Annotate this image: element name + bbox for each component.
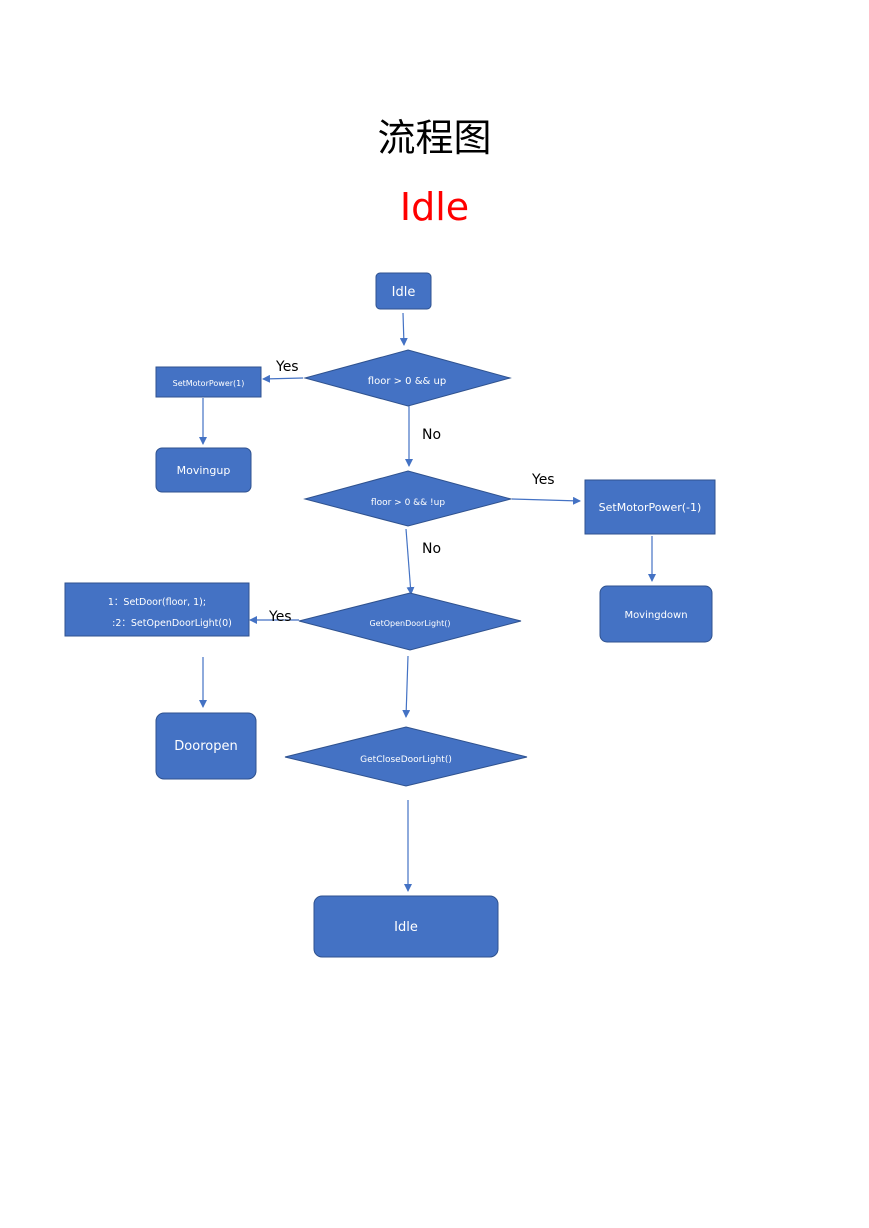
edges <box>199 312 656 892</box>
edge-label-open-yes: Yes <box>268 609 292 625</box>
node-cond-close-light: GetCloseDoorLight() <box>284 726 528 787</box>
edge-cond-up-to-set-motor-up <box>262 374 304 383</box>
node-set-motor-down: SetMotorPower(-1) <box>584 479 716 535</box>
node-moving-up-label: Movingup <box>177 464 231 477</box>
node-cond-open-light-label: GetOpenDoorLight() <box>369 619 450 628</box>
node-cond-close-light-label: GetCloseDoorLight() <box>360 755 452 765</box>
edge-cond-not-up-to-cond-open-light <box>405 528 415 595</box>
node-cond-up-label: floor > 0 && up <box>368 376 446 387</box>
node-moving-up: Movingup <box>155 447 252 493</box>
node-moving-down-label: Movingdown <box>624 610 687 621</box>
node-open-actions: 1：SetDoor(floor, 1); :2：SetOpenDoorLight… <box>64 582 250 637</box>
node-moving-down: Movingdown <box>599 585 713 643</box>
edge-label-down-yes: Yes <box>531 472 555 488</box>
node-open-actions-line1: 1：SetDoor(floor, 1); <box>108 597 206 608</box>
edge-cond-not-up-to-set-motor-down <box>511 496 581 505</box>
node-cond-open-light: GetOpenDoorLight() <box>298 592 522 651</box>
node-set-motor-down-label: SetMotorPower(-1) <box>599 501 702 514</box>
node-start-label: Idle <box>392 285 416 300</box>
node-cond-not-up: floor > 0 && !up <box>303 470 513 527</box>
edge-labels: Yes No Yes No Yes <box>268 359 555 625</box>
node-set-motor-up-label: SetMotorPower(1) <box>173 379 245 388</box>
edge-label-down-no: No <box>422 541 441 557</box>
page-title: 流程图 <box>377 116 492 160</box>
edge-start-to-cond-up <box>399 312 408 346</box>
node-start: Idle <box>375 272 432 310</box>
node-set-motor-up: SetMotorPower(1) <box>155 366 262 398</box>
edge-cond-open-light-to-cond-close-light <box>402 655 411 718</box>
edge-label-up-yes: Yes <box>275 359 299 375</box>
node-cond-not-up-label: floor > 0 && !up <box>371 498 445 508</box>
node-open-actions-line2: :2：SetOpenDoorLight(0) <box>112 618 232 629</box>
node-end: Idle <box>313 895 499 958</box>
edge-label-up-no: No <box>422 427 441 443</box>
node-end-label: Idle <box>394 920 418 935</box>
node-door-open-label: Dooropen <box>174 739 237 754</box>
node-door-open: Dooropen <box>155 712 257 780</box>
page-subtitle: Idle <box>399 185 470 229</box>
node-cond-up: floor > 0 && up <box>303 349 512 407</box>
